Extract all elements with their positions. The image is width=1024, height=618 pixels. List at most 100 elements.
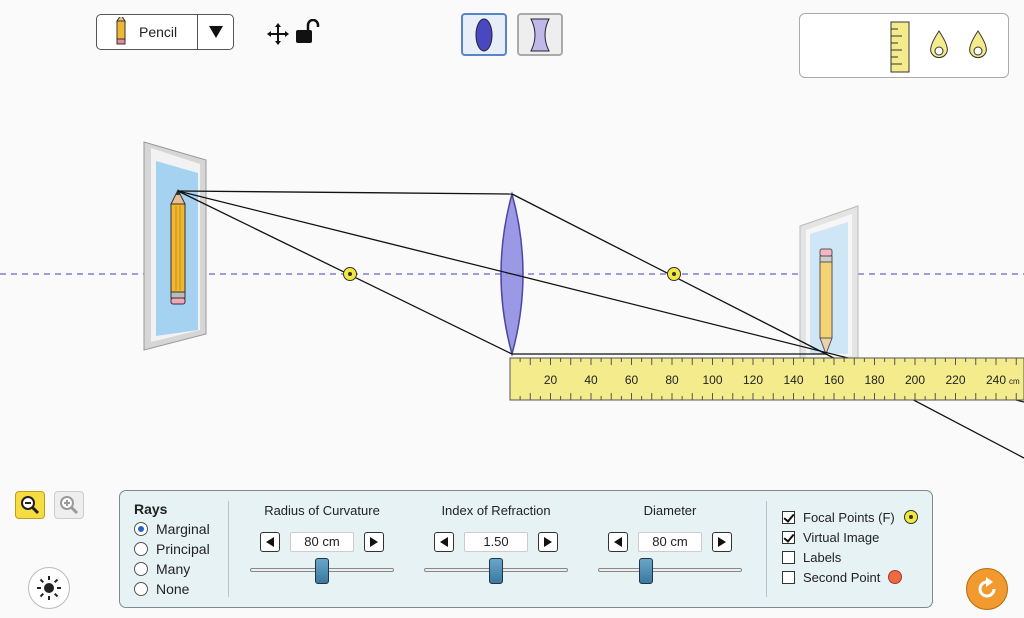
move-arrows-icon[interactable] — [266, 22, 290, 46]
radius-increment-button[interactable] — [364, 532, 384, 552]
radio-button[interactable] — [134, 542, 148, 556]
arrow-left-icon — [440, 537, 448, 547]
diameter-title: Diameter — [643, 503, 697, 518]
checkbox[interactable] — [782, 530, 795, 544]
ruler-tick-label: 20 — [544, 373, 558, 387]
rays-option-label: Principal — [156, 541, 210, 557]
object-type-dropdown[interactable]: Pencil — [96, 14, 234, 50]
ruler-tick-label: 80 — [665, 373, 679, 387]
checkbox[interactable] — [782, 550, 795, 564]
control-panel: Rays Marginal Principal Many None Radius… — [119, 490, 933, 608]
diameter-slider[interactable] — [598, 558, 742, 584]
pencil-icon — [116, 17, 126, 45]
light-meter-icon[interactable] — [928, 30, 950, 62]
slider-thumb[interactable] — [315, 558, 329, 584]
ruler-tick-label: 100 — [702, 373, 722, 387]
arrow-right-icon — [370, 537, 378, 547]
index-increment-button[interactable] — [538, 532, 558, 552]
radio-button[interactable] — [134, 522, 148, 536]
ruler-tick-label: 60 — [625, 373, 639, 387]
rays-option-label: Many — [156, 561, 191, 577]
second-point-icon — [888, 570, 903, 584]
light-source-button[interactable] — [28, 567, 70, 609]
radius-control: Radius of Curvature 80 cm — [242, 503, 402, 584]
rays-option-many[interactable]: Many — [134, 559, 210, 579]
checkbox-label: Virtual Image — [803, 529, 880, 545]
diameter-decrement-button[interactable] — [608, 532, 628, 552]
diameter-value[interactable]: 80 cm — [638, 532, 702, 552]
arrow-right-icon — [544, 537, 552, 547]
index-value[interactable]: 1.50 — [464, 532, 528, 552]
object-type-label: Pencil — [139, 24, 178, 40]
concave-lens-button[interactable] — [517, 13, 563, 56]
index-slider[interactable] — [424, 558, 568, 584]
labels-option[interactable]: Labels — [782, 547, 918, 567]
arrow-left-icon — [266, 537, 274, 547]
slider-thumb[interactable] — [639, 558, 653, 584]
zoom-in-icon — [60, 496, 79, 515]
ruler[interactable]: 20 40 60 80 100 120 140 160 180 200 220 240 — [509, 357, 1024, 401]
slider-thumb[interactable] — [489, 558, 503, 584]
convex-lens-icon — [475, 18, 493, 51]
sun-icon — [37, 576, 61, 600]
reset-icon — [978, 577, 996, 598]
index-decrement-button[interactable] — [434, 532, 454, 552]
ruler-tick-label: 160 — [824, 373, 844, 387]
focal-point-right[interactable] — [667, 267, 681, 281]
checkbox-label: Focal Points (F) — [803, 509, 895, 525]
ruler-tick-label: 220 — [945, 373, 965, 387]
zoom-out-icon — [21, 496, 40, 515]
convex-lens-button[interactable] — [461, 13, 507, 56]
rays-title: Rays — [134, 501, 168, 517]
radius-value[interactable]: 80 cm — [290, 532, 354, 552]
ruler-icon[interactable] — [890, 21, 910, 73]
rays-option-label: None — [156, 581, 190, 597]
arrow-left-icon — [614, 537, 622, 547]
rays-option-marginal[interactable]: Marginal — [134, 519, 210, 539]
ruler-tick-label: 240 — [986, 373, 1006, 387]
checkbox[interactable] — [782, 510, 795, 524]
ruler-unit: cm — [1009, 377, 1020, 386]
checkbox[interactable] — [782, 570, 795, 584]
checkbox-label: Labels — [803, 549, 842, 565]
radius-decrement-button[interactable] — [260, 532, 280, 552]
rays-group: Rays Marginal Principal Many None — [134, 501, 210, 599]
ruler-tick-label: 120 — [743, 373, 763, 387]
ruler-tick-label: 200 — [905, 373, 925, 387]
reset-button[interactable] — [966, 568, 1008, 610]
radio-button[interactable] — [134, 582, 148, 596]
image-pencil — [819, 248, 833, 356]
rays-option-none[interactable]: None — [134, 579, 210, 599]
zoom-in-button[interactable] — [54, 491, 84, 519]
index-title: Index of Refraction — [441, 503, 551, 518]
rays-option-label: Marginal — [156, 521, 210, 537]
display-options: Focal Points (F) Virtual Image Labels Se… — [782, 507, 918, 587]
ruler-tick-label: 40 — [584, 373, 598, 387]
focal-point-icon — [903, 510, 918, 524]
triangle-down-icon — [208, 26, 223, 38]
rays-option-principal[interactable]: Principal — [134, 539, 210, 559]
unlocked-lock-icon[interactable] — [294, 19, 320, 45]
radio-button[interactable] — [134, 562, 148, 576]
checkbox-label: Second Point — [803, 569, 881, 585]
ruler-tick-label: 140 — [783, 373, 803, 387]
toolbox — [799, 13, 1009, 78]
radius-slider[interactable] — [250, 558, 394, 584]
focal-points-option[interactable]: Focal Points (F) — [782, 507, 918, 527]
ruler-tick-label: 180 — [864, 373, 884, 387]
light-meter-icon[interactable] — [967, 30, 989, 62]
zoom-out-button[interactable] — [15, 491, 45, 519]
arrow-right-icon — [718, 537, 726, 547]
concave-lens-icon — [530, 18, 550, 51]
divider — [228, 501, 229, 597]
index-control: Index of Refraction 1.50 — [416, 503, 576, 584]
second-point-option[interactable]: Second Point — [782, 567, 918, 587]
object-pencil[interactable] — [170, 188, 186, 305]
diameter-control: Diameter 80 cm — [590, 503, 750, 584]
virtual-image-option[interactable]: Virtual Image — [782, 527, 918, 547]
focal-point-left[interactable] — [343, 267, 357, 281]
dropdown-button[interactable] — [197, 15, 233, 49]
divider — [766, 501, 767, 597]
diameter-increment-button[interactable] — [712, 532, 732, 552]
